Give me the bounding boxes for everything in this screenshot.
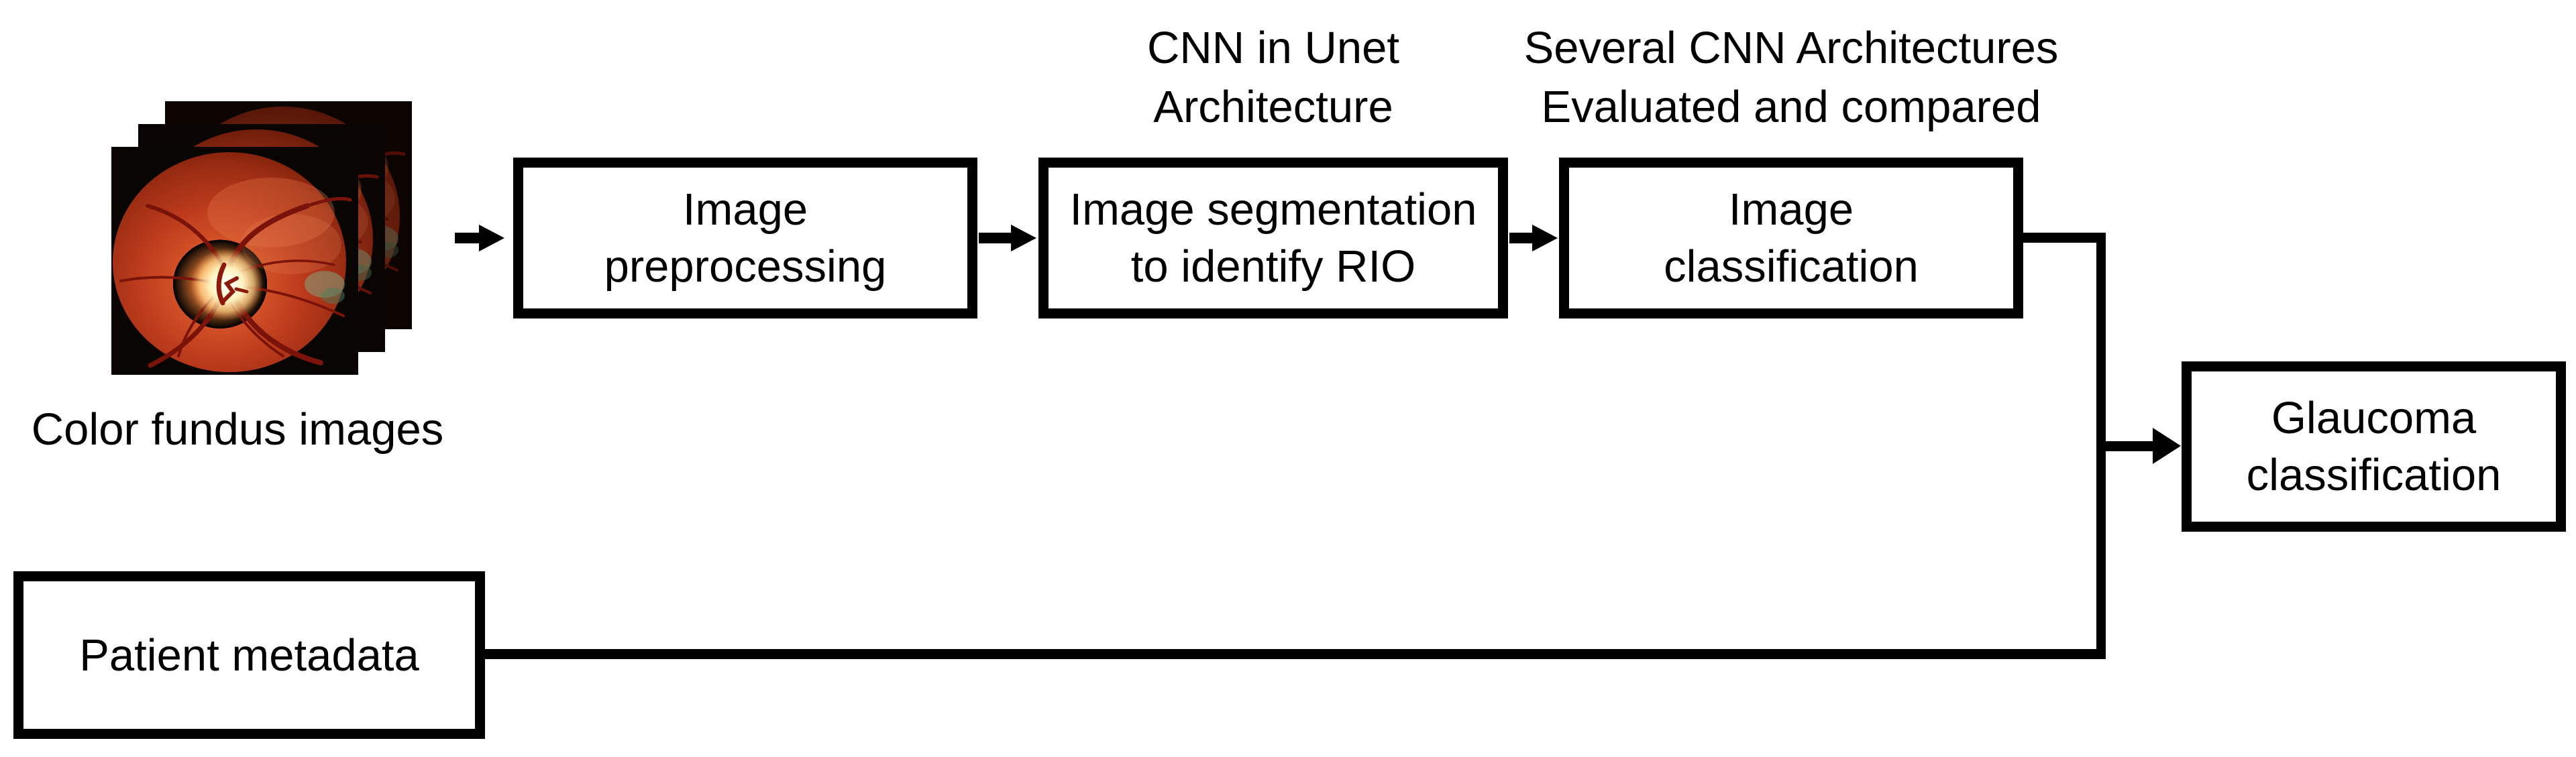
annotation-cnn-architectures: Several CNN Architectures Evaluated and … xyxy=(1496,19,2086,137)
connector-metadata-line xyxy=(483,649,2106,659)
arrowhead-icon xyxy=(1532,225,1558,251)
arrow-line xyxy=(455,233,483,243)
arrow-line xyxy=(2106,441,2155,451)
connector-line-vertical xyxy=(2096,233,2106,659)
node-label-line: classification xyxy=(2246,450,2502,500)
annotation-unet-architecture: CNN in Unet Architecture xyxy=(1005,19,1542,137)
node-image-classification: Image classification xyxy=(1559,158,2023,318)
node-label-line: Patient metadata xyxy=(79,630,419,681)
node-label-line: preprocessing xyxy=(604,241,887,292)
annotation-line: Several CNN Architectures xyxy=(1523,23,2059,73)
source-label: Color fundus images xyxy=(31,404,444,455)
connector-line-horizontal xyxy=(2021,233,2106,243)
arrowhead-icon xyxy=(1011,225,1036,251)
node-glaucoma-classification: Glaucoma classification xyxy=(2182,361,2566,532)
node-label-line: to identify RIO xyxy=(1130,241,1416,292)
arrow-line xyxy=(1509,233,1535,243)
fundus-image xyxy=(111,147,358,375)
node-label-line: Image xyxy=(682,184,808,235)
arrowhead-icon xyxy=(2153,428,2181,464)
annotation-line: Architecture xyxy=(1153,82,1393,132)
node-label-line: Image segmentation xyxy=(1069,184,1477,235)
node-image-segmentation: Image segmentation to identify RIO xyxy=(1038,158,1508,318)
arrowhead-icon xyxy=(479,225,504,251)
fundus-photo-front xyxy=(111,147,358,375)
annotation-line: Evaluated and compared xyxy=(1541,82,2041,132)
node-label-line: Image xyxy=(1728,184,1854,235)
node-label-line: Glaucoma xyxy=(2271,393,2477,443)
node-patient-metadata: Patient metadata xyxy=(13,571,485,739)
node-label-line: classification xyxy=(1664,241,1919,292)
node-image-preprocessing: Image preprocessing xyxy=(513,158,977,318)
arrow-line xyxy=(979,233,1012,243)
annotation-line: CNN in Unet xyxy=(1146,23,1400,73)
